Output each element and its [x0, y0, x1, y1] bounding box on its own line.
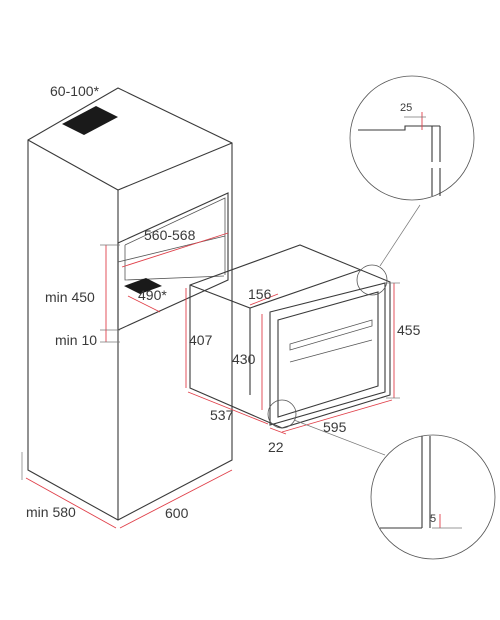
label-537: 537 [210, 407, 234, 423]
niche-shelf-line [117, 235, 226, 263]
detail-bottom [267, 399, 496, 560]
dim-595 [281, 399, 393, 433]
cabinet-top-edge [27, 139, 233, 191]
label-base-gap: min 10 [55, 332, 97, 348]
dim-top-depth [249, 293, 279, 306]
niche-opening [117, 192, 229, 331]
detail-top-circle [349, 75, 475, 201]
label-cabinet-depth: min 580 [26, 504, 76, 520]
label-top-depth: 156 [248, 286, 272, 302]
label-detail-bottom: 5 [430, 513, 436, 525]
label-595: 595 [323, 419, 347, 435]
niche-inner-top [124, 197, 226, 275]
label-niche-width: 560-568 [144, 227, 196, 243]
dim-537 [187, 391, 269, 425]
label-cabinet-width: 600 [165, 505, 189, 521]
label-detail-top: 25 [400, 102, 412, 114]
detail-bottom-circle [370, 434, 496, 560]
dimensions [21, 232, 400, 529]
label-niche-height: min 450 [45, 289, 95, 305]
detail-top-edge [358, 125, 440, 131]
cabinet-outline [27, 87, 233, 521]
label-vent: 60-100* [50, 83, 100, 99]
label-depth-inner: 490* [138, 287, 167, 303]
oven-window-line [289, 339, 373, 363]
label-430: 430 [232, 351, 256, 367]
label-455: 455 [397, 322, 421, 338]
oven-front-panel [269, 282, 386, 426]
oven [189, 244, 391, 429]
oven-handle [289, 319, 373, 351]
label-22: 22 [268, 439, 284, 455]
label-407: 407 [189, 332, 213, 348]
dim-cabinet-depth [25, 477, 117, 529]
dim-depth-inner [127, 295, 161, 313]
vent-slot [62, 106, 118, 135]
oven-door [277, 291, 379, 418]
niche-inner-side [124, 245, 225, 281]
dim-niche-width [121, 232, 229, 268]
oven-body [189, 244, 391, 429]
dim-22 [269, 427, 287, 435]
detail-top [349, 75, 475, 296]
dim-cabinet-width [119, 469, 233, 529]
floor-vent [124, 278, 162, 294]
